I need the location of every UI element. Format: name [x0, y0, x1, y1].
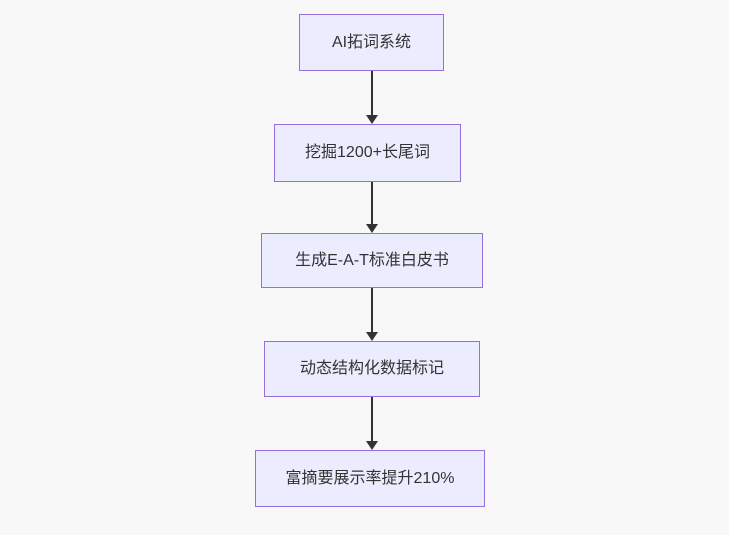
flow-node-rich-snippet-rate-increase: 富摘要展示率提升210%	[255, 450, 485, 507]
edge-b-to-c	[365, 182, 378, 233]
arrowhead-down-icon	[365, 115, 378, 124]
edge-d-to-e	[365, 397, 378, 450]
edge-a-to-b	[365, 71, 378, 124]
arrowhead-down-icon	[365, 441, 378, 450]
edge-c-to-d	[365, 288, 378, 341]
edge-line	[370, 397, 373, 443]
edge-line	[370, 288, 373, 334]
edge-line	[370, 71, 373, 117]
flow-node-ai-word-expansion-system: AI拓词系统	[299, 14, 444, 71]
flow-node-generate-eat-whitepaper: 生成E-A-T标准白皮书	[261, 233, 483, 288]
arrowhead-down-icon	[365, 224, 378, 233]
flow-node-mine-longtail-keywords: 挖掘1200+长尾词	[274, 124, 461, 182]
arrowhead-down-icon	[365, 332, 378, 341]
edge-line	[370, 182, 373, 226]
flow-node-dynamic-structured-data-markup: 动态结构化数据标记	[264, 341, 480, 397]
